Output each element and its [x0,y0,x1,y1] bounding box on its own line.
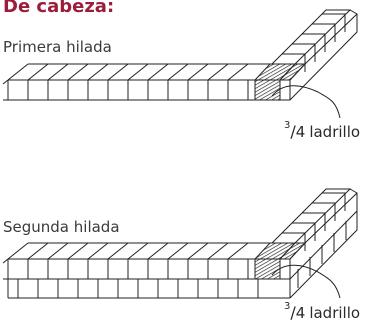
brick-word: ladrillo [309,304,361,322]
first-course-corner [253,9,358,101]
first-course-wall [2,63,272,101]
second-course-label: Segunda hilada [3,218,120,236]
brick-word: ladrillo [309,123,361,141]
second-course-wall [2,242,290,299]
callout-line-1 [271,85,341,119]
fraction-numerator: 3 [284,301,291,312]
fraction-denominator: 4 [295,304,306,322]
callout-line-2 [271,264,341,299]
first-course-label: Primera hilada [3,38,112,56]
fraction-numerator: 3 [284,120,291,131]
fraction-denominator: 4 [295,123,306,141]
diagram-title: De cabeza: [3,0,115,17]
second-course-corner [253,188,358,299]
